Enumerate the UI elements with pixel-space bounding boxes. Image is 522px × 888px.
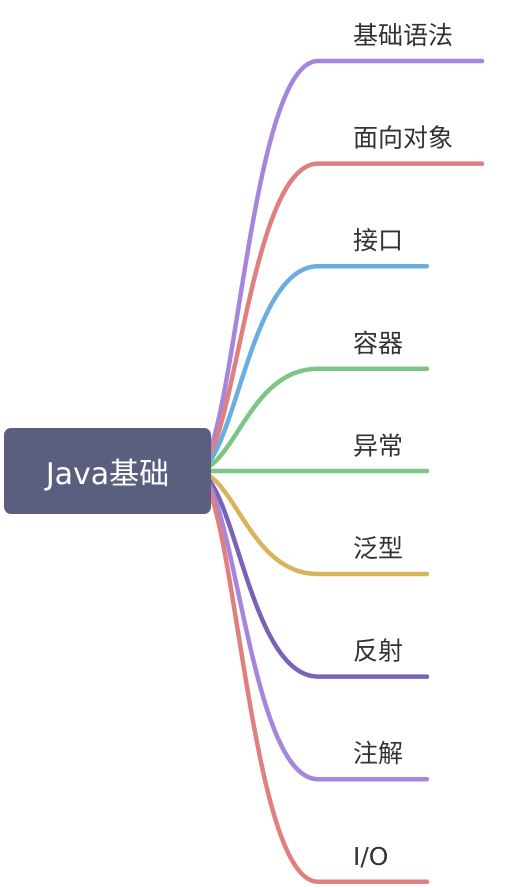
root-topic-label: Java基础 bbox=[45, 457, 170, 492]
branch-topic-label[interactable]: 异常 bbox=[353, 431, 403, 460]
branch-connector bbox=[192, 468, 430, 782]
branch-topic-label[interactable]: I/O bbox=[353, 842, 388, 871]
branch-topic-label[interactable]: 反射 bbox=[353, 637, 403, 666]
branch-topic-label[interactable]: 容器 bbox=[353, 329, 403, 358]
branch-topic-label[interactable]: 接口 bbox=[353, 226, 403, 255]
branch-topic-label[interactable]: 面向对象 bbox=[353, 124, 453, 153]
branch-topic-label[interactable]: 泛型 bbox=[353, 534, 403, 563]
branch-topic-label[interactable]: 注解 bbox=[353, 739, 403, 768]
branch-topic-label[interactable]: 基础语法 bbox=[353, 21, 453, 50]
branch-connectors bbox=[192, 58, 485, 885]
root-topic[interactable]: Java基础 bbox=[4, 428, 211, 514]
